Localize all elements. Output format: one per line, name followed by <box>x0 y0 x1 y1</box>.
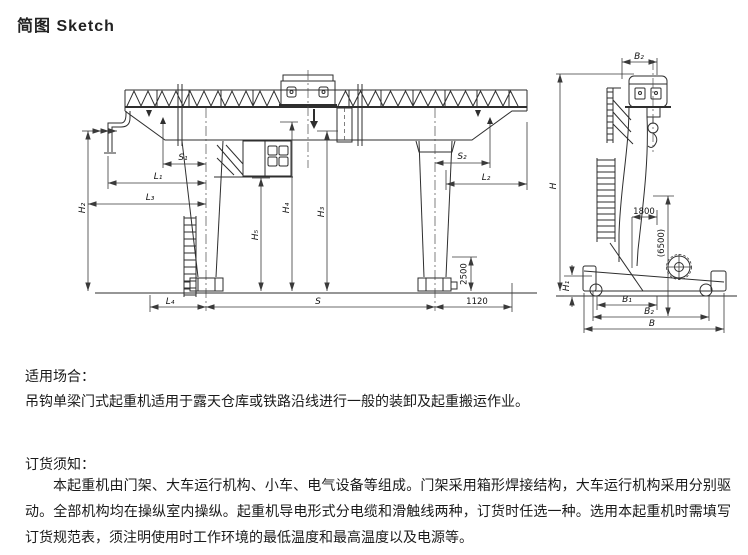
order-section-heading: 订货须知： <box>25 458 95 473</box>
dim-label-s1: S₁ <box>178 153 188 163</box>
dim-label-b2: B₂ <box>644 307 654 317</box>
dim-label-b1: B₁ <box>622 295 632 305</box>
side-dimension-lines <box>556 58 725 333</box>
rail-marker-right2 <box>487 117 493 124</box>
crane-sketch-drawing: H₂ S₁ L₁ L₃ H₅ H₄ H₃ S₂ L₂ L₄ S 1120 250… <box>78 52 737 333</box>
dim-label-s: S <box>315 297 321 307</box>
trolley <box>279 70 337 168</box>
side-leg-column <box>609 106 648 292</box>
dim-label-l3: L₃ <box>146 193 155 203</box>
dim-label-h: H <box>549 182 559 189</box>
dim-label-2500: 2500 <box>460 263 470 285</box>
rail-marker-right <box>475 110 481 117</box>
side-base <box>556 254 737 297</box>
crane-front-view: H₂ S₁ L₁ L₃ H₅ H₄ H₃ S₂ L₂ L₄ S 1120 250… <box>78 70 537 312</box>
operator-cab <box>214 140 293 178</box>
usage-section-heading: 适用场合： <box>25 370 95 385</box>
dim-label-l1: L₁ <box>154 172 163 182</box>
rail-marker-left <box>146 110 152 117</box>
dim-label-6500: (6500) <box>657 229 667 257</box>
order-section-body: 本起重机由门架、大车运行机构、小车、电气设备等组成。门架采用箱形焊接结构，大车运… <box>25 479 731 546</box>
main-girder <box>124 84 528 146</box>
dim-label-h3: H₃ <box>317 206 327 217</box>
crane-side-view: B₂ H 1800 (6500) H₁ B₁ B₂ B <box>549 52 737 333</box>
rail-marker-left2 <box>160 117 166 124</box>
dim-label-1120: 1120 <box>466 297 488 307</box>
power-feed-bracket <box>92 111 131 154</box>
dim-label-l2: L₂ <box>482 173 491 183</box>
dim-label-h1: H₁ <box>562 280 572 291</box>
dim-label-b: B <box>649 319 655 329</box>
page-title: 简图 Sketch <box>17 18 115 35</box>
dim-label-1800: 1800 <box>633 207 655 217</box>
side-hoist <box>625 60 671 152</box>
hook-arrow <box>310 121 318 129</box>
side-upper-ladder <box>606 87 634 145</box>
dim-label-s2: S₂ <box>457 152 467 162</box>
usage-section-body: 吊钩单梁门式起重机适用于露天仓库或铁路沿线进行一般的装卸及起重搬运作业。 <box>25 395 529 410</box>
dim-label-h4: H₄ <box>282 202 292 213</box>
hook <box>647 132 658 148</box>
front-dimension-lines <box>82 121 528 312</box>
dim-label-h5: H₅ <box>251 229 261 240</box>
dim-label-l4: L₄ <box>166 297 175 307</box>
side-lower-ladder <box>596 158 616 242</box>
dim-label-h2: H₂ <box>78 202 88 213</box>
leg-ladder <box>183 216 197 297</box>
right-leg <box>415 108 458 311</box>
dim-label-b2-top: B₂ <box>634 52 644 62</box>
